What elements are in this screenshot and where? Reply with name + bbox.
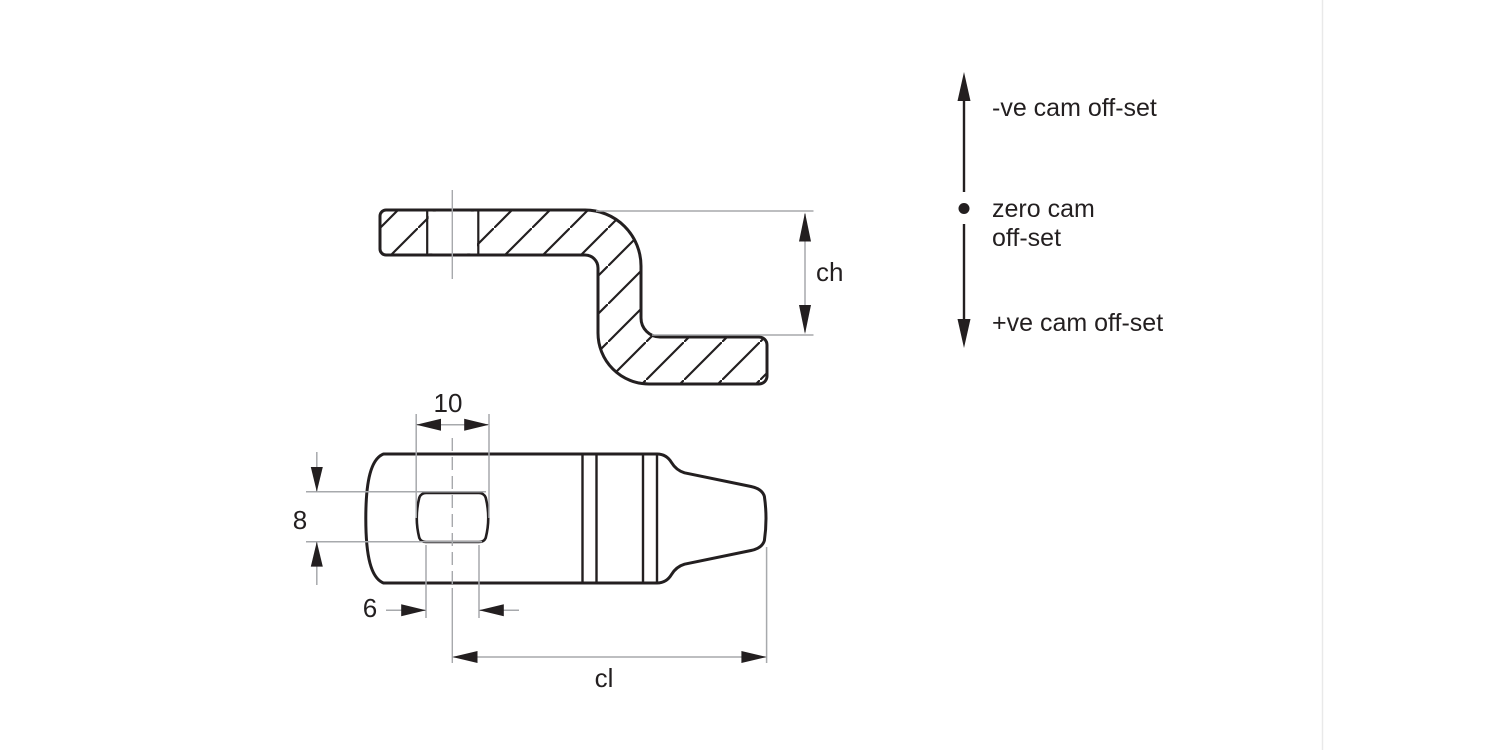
dim6-arrowhead-right [401,604,426,617]
dim8-arrowhead-up [310,541,323,567]
dim10-label: 10 [434,388,463,418]
dimcl-arrowhead-right [741,651,767,663]
legend-label-zero-line1: zero cam [992,195,1095,223]
section-outline [378,208,769,386]
cam-offset-legend: -ve cam off-set zero cam off-set +ve cam… [957,72,1163,348]
plan-outline [364,452,768,585]
dim8-label: 8 [293,505,307,535]
dimcl-arrowhead-left [452,651,478,663]
dimcl-label: cl [595,663,614,693]
legend-label-negative: -ve cam off-set [992,94,1157,122]
legend-label-positive: +ve cam off-set [992,309,1163,337]
dim6-arrowhead-left [479,604,504,617]
section-view: ch [378,190,843,386]
ch-arrowhead-up [799,212,811,242]
legend-arrowhead-down [957,319,971,348]
dim8-arrowhead-down [310,467,323,492]
ch-arrowhead-down [799,305,811,334]
dim6-label: 6 [363,593,377,623]
legend-label-zero-line2: off-set [992,224,1061,252]
dim10-arrowhead-right [464,418,489,431]
dim10-arrowhead-left [416,418,441,431]
ch-dim-label: ch [816,257,843,287]
plan-view: 10 8 6 cl [293,388,768,693]
legend-zero-dot [958,203,970,214]
legend-arrowhead-up [957,72,971,101]
